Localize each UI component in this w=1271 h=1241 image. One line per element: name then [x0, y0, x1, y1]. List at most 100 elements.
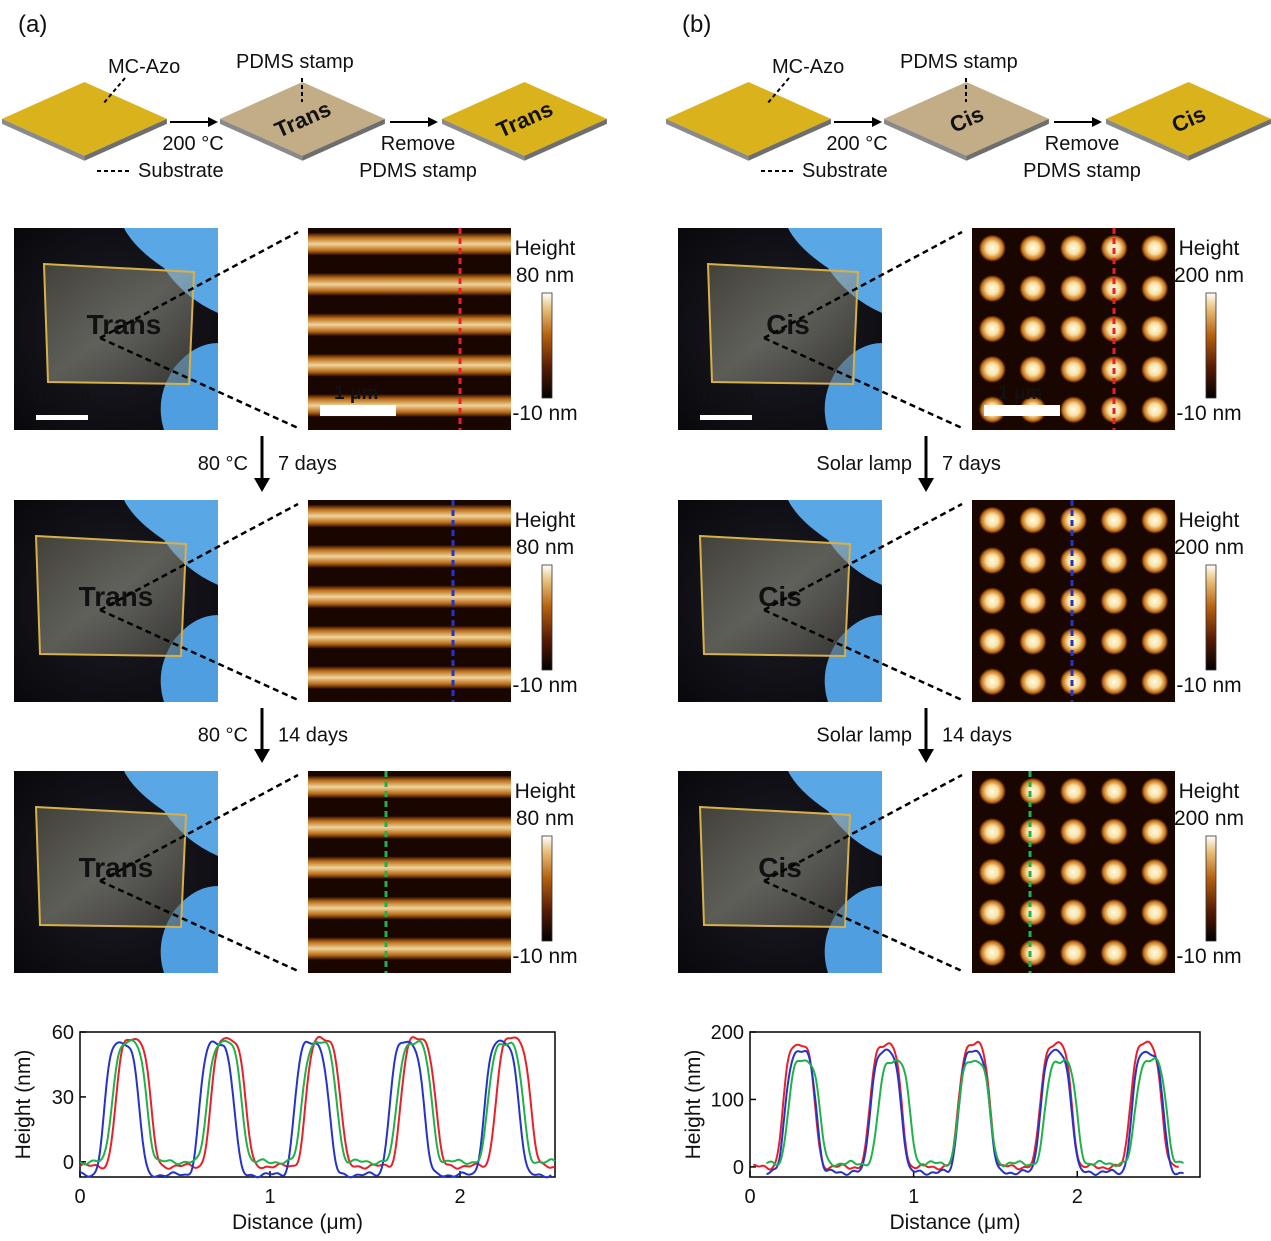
film-label: MC-Azo [108, 56, 180, 78]
afm-dot [978, 899, 1006, 926]
afm-dot [978, 315, 1006, 343]
afm-dot [978, 234, 1006, 262]
glass-slide [42, 262, 196, 386]
colorbar-min: -10 nm [1176, 945, 1241, 968]
film-label: MC-Azo [772, 56, 844, 78]
stamp-plate-substrate-side [302, 118, 385, 161]
afm-image: 1 μm [308, 228, 511, 430]
afm-dot [1141, 668, 1169, 696]
aging-duration: 14 days [278, 725, 348, 747]
afm-dot [1100, 628, 1128, 655]
zoom-line-top [99, 773, 299, 883]
afm-stripe [308, 816, 511, 839]
x-tick-label: 0 [744, 1186, 755, 1208]
afm-dot [978, 628, 1006, 655]
afm-dot [1141, 356, 1169, 383]
afm-dot [1019, 315, 1047, 343]
substrate-label: Substrate [138, 160, 224, 182]
aging-arrow-head [254, 749, 270, 763]
photo-scale-bar [36, 415, 88, 420]
afm-dot [1060, 356, 1087, 383]
afm-dot [1019, 899, 1047, 926]
step2-label-line2: PDMS stamp [359, 160, 477, 182]
colorbar-gradient [1205, 292, 1217, 399]
afm-dot [1141, 547, 1169, 574]
stamp-plate-substrate-edge [884, 118, 967, 161]
afm-dot [978, 668, 1006, 696]
afm-dot [1060, 899, 1087, 926]
glove-bottom [160, 343, 218, 430]
afm-image [308, 500, 511, 702]
zoom-line-top [763, 230, 963, 340]
zoom-line-top [99, 230, 299, 340]
afm-dot [1141, 777, 1169, 805]
profile-series [766, 1057, 1184, 1168]
colorbar-title: Height [515, 780, 576, 803]
afm-stripe [308, 354, 511, 377]
afm-dot [1100, 777, 1128, 805]
afm-image: 1 μm [972, 228, 1175, 430]
afm-stripe [308, 232, 511, 256]
aging-arrow-head [918, 478, 934, 492]
afm-dot [1019, 628, 1047, 655]
y-tick-label: 30 [52, 1087, 74, 1109]
x-tick-label: 2 [1072, 1186, 1083, 1208]
aging-condition: Solar lamp [816, 725, 912, 747]
afm-dot [1141, 818, 1169, 845]
stamp-plate [220, 82, 385, 156]
afm-dot [1141, 587, 1169, 615]
afm-scale-bar [984, 405, 1060, 416]
aging-duration: 14 days [942, 725, 1012, 747]
afm-dot [1019, 858, 1047, 886]
patterned-plate-substrate-edge [1106, 118, 1189, 161]
glove-bottom [160, 615, 218, 702]
afm-dot [1060, 939, 1087, 967]
afm-dot [1141, 858, 1169, 886]
afm-stripe [308, 937, 511, 960]
plot-frame [79, 1031, 556, 1178]
afm-dot [1060, 818, 1087, 845]
x-tick-label: 1 [264, 1186, 275, 1208]
colorbar-max: 200 nm [1174, 807, 1244, 830]
aging-condition: Solar lamp [816, 453, 912, 475]
afm-stripe [308, 545, 511, 568]
afm-scale-label: 1 μm [334, 383, 378, 404]
colorbar-title: Height [1179, 509, 1240, 532]
film-plate-substrate-edge [2, 118, 85, 161]
photo-scale-label: 0.5 cm [696, 386, 755, 407]
aging-duration: 7 days [942, 453, 1001, 475]
afm-dot [1141, 506, 1169, 534]
glove-bottom [160, 886, 218, 973]
colorbar-max: 80 nm [516, 536, 574, 559]
afm-dot [978, 939, 1006, 967]
colorbar-min: -10 nm [512, 402, 577, 425]
step2-label-line1: Remove [1045, 133, 1119, 155]
afm-stripe [308, 775, 511, 799]
colorbar-max: 80 nm [516, 264, 574, 287]
afm-dot [1100, 939, 1128, 967]
afm-dot [1100, 899, 1128, 926]
film-leader [766, 77, 790, 105]
zoom-line-top [763, 502, 963, 612]
zoom-line-top [763, 773, 963, 883]
y-axis-label: Height (nm) [682, 1050, 705, 1160]
afm-dot [1019, 939, 1047, 967]
afm-dot [978, 356, 1006, 383]
film-plate-substrate-side [748, 118, 831, 161]
afm-dot [1019, 818, 1047, 845]
patterned-plate-substrate-edge [442, 118, 525, 161]
y-tick-label: 100 [711, 1089, 744, 1111]
colorbar-gradient [541, 835, 553, 942]
afm-dot [1141, 899, 1169, 926]
afm-dot [1019, 777, 1047, 805]
aging-arrow-head [918, 749, 934, 763]
stamp-plate-substrate-edge [220, 118, 303, 161]
